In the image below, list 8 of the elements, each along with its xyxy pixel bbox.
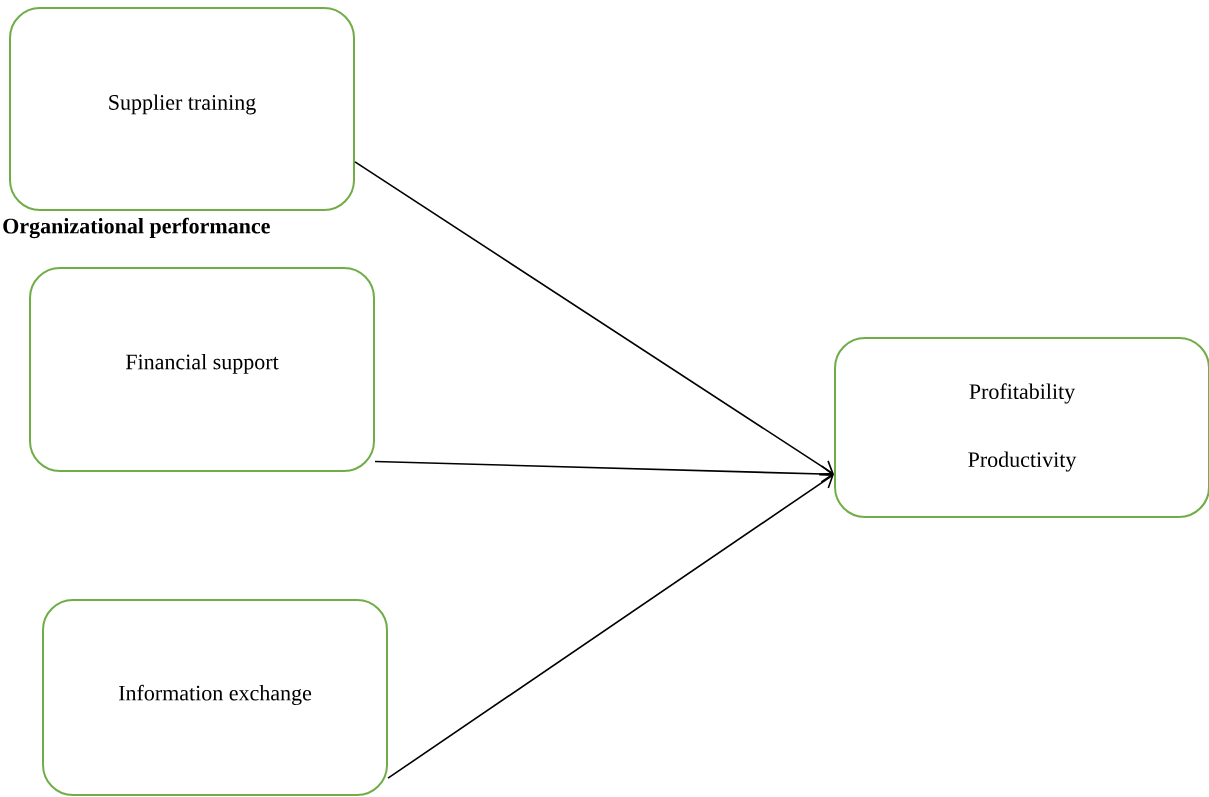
rounded-box: Profitability Productivity — [834, 337, 1209, 518]
arrow — [387, 473, 834, 779]
heading-label: Organizational performance — [3, 217, 270, 239]
rounded-box: Supplier training — [9, 7, 355, 211]
arrow — [374, 460, 834, 483]
arrow — [354, 161, 834, 476]
rounded-box: Financial support — [29, 267, 375, 472]
rounded-box: Information exchange — [42, 599, 388, 796]
